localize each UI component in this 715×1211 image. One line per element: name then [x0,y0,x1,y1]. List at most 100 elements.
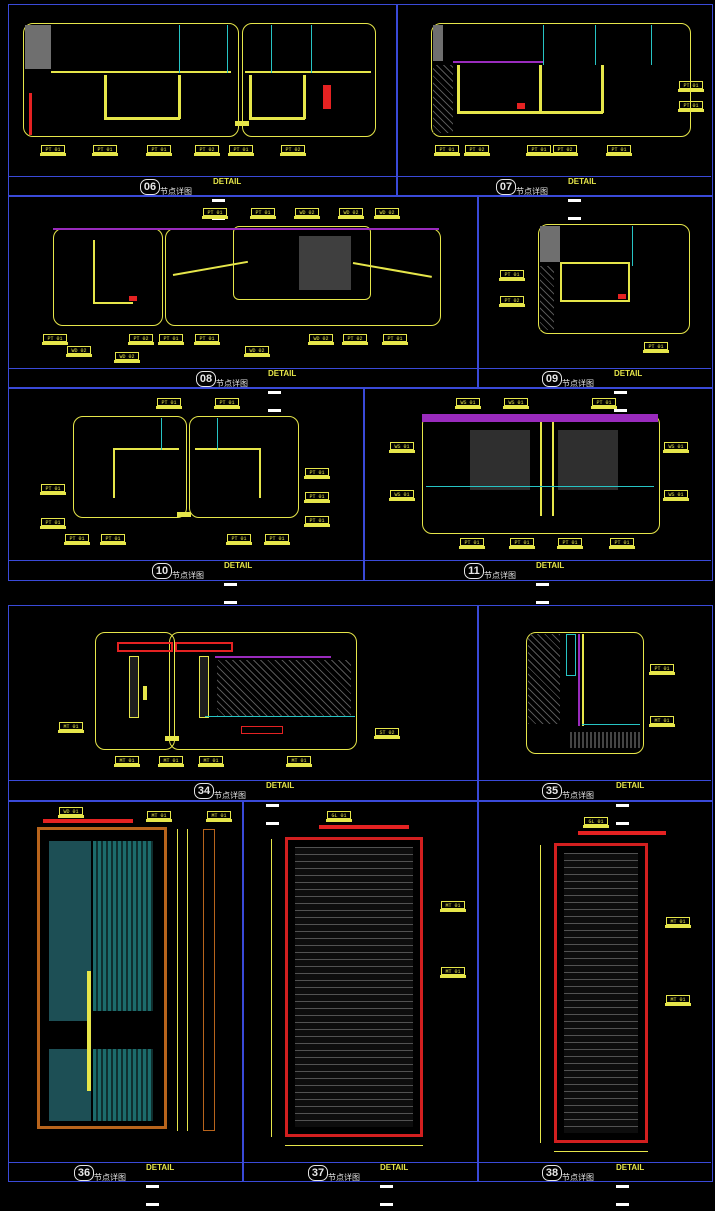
tag-mt01: MT 01 [665,995,691,1006]
tag-pt01: PT 01 [156,398,182,409]
detail-07-subtitle: 节点详图 [516,187,548,196]
tag-pt02: PT 02 [552,145,578,156]
detail-07-box-bottom [457,111,541,114]
detail-09-outline [538,224,690,334]
detail-38-number: 38 [542,1165,562,1181]
detail-35-outline [526,632,644,754]
tag-pt01: PT 01 [643,342,669,353]
detail-09-number: 09 [542,371,562,387]
tag-pt01: PT 01 [40,484,66,495]
detail-36-dim-line-2 [187,829,188,1131]
detail-35-hatch [528,634,560,724]
detail-38-door-panel [564,853,638,1133]
tag-wd02: WD 02 [308,334,334,345]
detail-10-outline-left [73,416,187,518]
panel-detail-06: PT 01 PT 01 PT 01 PT 02 PT 01 PT 02 [8,4,398,197]
detail-08-title: DETAIL [268,369,297,378]
tag-ws01: WS 01 [389,442,415,453]
tag-pt01: PT 01 [606,145,632,156]
detail-38-scale-bar [616,1175,646,1206]
tag-wd02: WD 02 [66,346,92,357]
tag-pt01: PT 01 [42,334,68,345]
detail-06-hanger [179,25,180,73]
panel-detail-10: PT 01 PT 01 PT 01 PT 01 PT 01 PT 01 PT 0… [8,387,365,581]
detail-07-title: DETAIL [568,177,597,186]
detail-07-wall [433,25,443,61]
detail-10-hanger [161,418,162,450]
detail-36-section [203,829,215,1131]
tag-pt02: PT 02 [194,145,220,156]
detail-06-scale-bar [212,189,242,220]
tag-st02: ST 02 [374,728,400,739]
detail-09-hatch [540,266,554,330]
detail-34-handle [143,686,147,700]
detail-34-floor [205,716,355,717]
tag-mt01: MT 01 [440,901,466,912]
detail-36-subtitle: 节点详图 [94,1173,126,1182]
detail-07-hanger-3 [651,25,652,65]
detail-35-floor [582,724,640,725]
detail-34-floor-red [241,726,283,734]
tag-pt01: PT 01 [202,208,228,219]
detail-07-hanger [543,25,544,65]
detail-09-box-bottom [560,300,630,302]
detail-34-outline-right [169,632,357,750]
tag-pt01: PT 01 [40,518,66,529]
detail-08-box-bottom [93,302,133,304]
detail-36-panel-glass-top [49,841,91,1021]
detail-37-door-panel [295,847,413,1127]
detail-34-outline-left [95,632,175,750]
detail-38-title: DETAIL [616,1163,645,1172]
detail-11-subtitle: 节点详图 [484,571,516,580]
detail-06-hanger-4 [311,25,312,73]
detail-38-dim-line [540,845,541,1143]
detail-06-hanger-3 [271,25,272,73]
detail-37-header-bar [319,825,409,829]
tag-ws01: WS 01 [389,490,415,501]
tag-wd02: WD 02 [294,208,320,219]
detail-38-header-bar [578,831,666,835]
detail-34-title: DETAIL [266,781,295,790]
detail-37-title: DETAIL [380,1163,409,1172]
panel-detail-36: WD 01 MT 01 MT 01 [8,800,244,1182]
detail-06-hanger-2 [227,25,228,73]
detail-37-door-frame [285,837,423,1137]
detail-36-title: DETAIL [146,1163,175,1172]
tag-mt01: MT 01 [665,917,691,928]
tag-pt01: PT 01 [591,398,617,409]
detail-37-scale-bar [380,1175,410,1206]
tag-pt01: PT 01 [146,145,172,156]
tag-mt01: MT 01 [206,811,232,822]
tag-pt01: PT 01 [649,664,675,675]
caption-row-1 [8,176,711,196]
detail-06-trough-right [178,75,181,119]
detail-08-magenta [53,228,439,230]
detail-35-title: DETAIL [616,781,645,790]
detail-10-box-left [113,448,115,498]
caption-row-4 [8,780,711,801]
tag-wd02: WD 02 [374,208,400,219]
tag-pt01: PT 01 [64,534,90,545]
detail-35-subtitle: 节点详图 [562,791,594,800]
tag-gl01: GL 01 [583,817,609,828]
detail-35-frame [566,634,576,676]
detail-10-box-top [113,448,179,450]
tag-mt01: MT 01 [158,756,184,767]
tag-mt01: MT 01 [649,716,675,727]
detail-34-panel-l [129,656,139,718]
detail-07-hanger-2 [595,25,596,65]
detail-09-subtitle: 节点详图 [562,379,594,388]
detail-07-magenta [453,61,543,63]
detail-10-outline-right [189,416,299,518]
detail-06-subtitle: 节点详图 [160,187,192,196]
tag-pt01: PT 01 [459,538,485,549]
detail-38-subtitle: 节点详图 [562,1173,594,1182]
detail-36-header-bar [43,819,133,823]
detail-35-magenta [578,634,580,726]
detail-10-title: DETAIL [224,561,253,570]
detail-07-step-right [601,65,604,113]
tag-ws01: WS 01 [663,442,689,453]
tag-mt01: MT 01 [114,756,140,767]
detail-08-outline-left [53,228,163,326]
tag-pt01: PT 01 [509,538,535,549]
